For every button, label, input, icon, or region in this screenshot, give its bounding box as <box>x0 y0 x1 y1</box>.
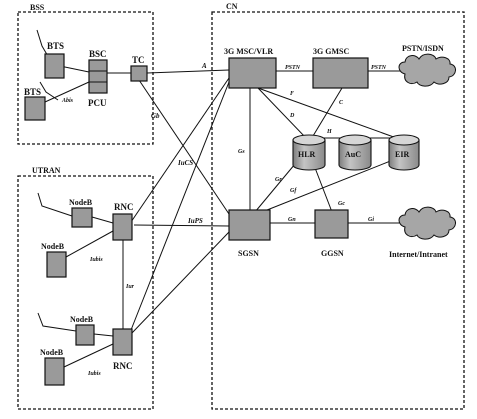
msc-vlr-node <box>228 57 277 89</box>
gf-link <box>261 157 399 213</box>
gb-interface-label: Gb <box>151 112 160 120</box>
gr-link <box>254 157 301 213</box>
bts-top-label: BTS <box>47 41 64 51</box>
bts-bottom-node <box>24 96 46 121</box>
iucs-bottom-link <box>130 81 230 331</box>
bsc-pcu-node <box>88 59 108 94</box>
bss-region <box>17 11 154 145</box>
auc-label: AuC <box>345 150 361 159</box>
gi-interface-label: Gi <box>368 217 374 223</box>
auc-database <box>338 134 372 171</box>
c-link <box>312 87 343 137</box>
bts-bottom-antenna-line <box>39 81 59 101</box>
internet-intranet-label: Internet/Intranet <box>389 250 448 259</box>
iur-label: Iur <box>125 284 135 290</box>
rnc-top-node <box>112 213 133 241</box>
nodeb3-antenna-line <box>37 312 77 332</box>
connection-lines <box>36 29 405 368</box>
gmsc-node <box>312 57 369 89</box>
iub-bottom-link <box>63 343 114 368</box>
nodeb-1-label: NodeB <box>69 198 93 207</box>
gs-interface-label: Gs <box>238 149 245 155</box>
nodeb-2-node <box>46 251 67 278</box>
iucs-top-link <box>130 77 230 223</box>
gr-interface-label: Gr <box>275 177 282 183</box>
gc-interface-label: Gc <box>338 201 345 207</box>
h-interface-label: H <box>326 129 332 135</box>
bsc-label: BSC <box>89 49 107 59</box>
iub-bottom-label: Iubis <box>87 371 101 377</box>
hlr-database <box>292 134 326 171</box>
pstn-msc-label: PSTN <box>285 65 301 71</box>
abis-link <box>44 81 90 103</box>
bts-bottom-label: BTS <box>24 87 41 97</box>
sgsn-node <box>228 209 271 241</box>
bss-region-label: BSS <box>30 3 45 12</box>
cn-region-label: CN <box>226 2 238 11</box>
bts-bsc-link <box>59 65 90 73</box>
ggsn-node <box>314 209 349 239</box>
pstn-isdn-label: PSTN/ISDN <box>402 44 444 53</box>
sgsn-label: SGSN <box>238 249 259 258</box>
iucs-interface-label: IuCS <box>177 159 193 167</box>
gf-interface-label: Gf <box>290 188 297 194</box>
d-interface-label: D <box>289 113 295 119</box>
nodeb-2-label: NodeB <box>41 242 65 251</box>
tc-node <box>130 65 148 82</box>
utran-region-label: UTRAN <box>32 166 61 175</box>
gn-interface-label: Gn <box>288 217 296 223</box>
nodeb1-antenna-line <box>37 192 73 217</box>
iups-bottom-link <box>130 231 230 335</box>
iups-interface-label: IuPS <box>187 217 203 225</box>
internet-intranet-cloud <box>398 206 456 240</box>
eir-label: EIR <box>395 150 409 159</box>
f-interface-label: F <box>290 91 294 97</box>
nodeb3-rnc-link <box>93 333 114 337</box>
gmsc-label: 3G GMSC <box>313 47 349 56</box>
abis-label: Abis <box>61 98 74 104</box>
pcu-label: PCU <box>88 98 107 108</box>
eir-database <box>388 134 420 171</box>
utran-region <box>17 175 154 410</box>
iups-top-link <box>133 224 230 227</box>
a-interface-label: A <box>201 62 207 70</box>
rnc-bottom-label: RNC <box>113 361 133 371</box>
f-link <box>257 87 403 141</box>
a-interface-link <box>146 69 230 74</box>
nodeb-3-node <box>75 324 95 346</box>
gb-interface-link <box>138 79 230 215</box>
d-link <box>257 87 307 139</box>
nodeb1-rnc-link <box>91 216 114 224</box>
rnc-bottom-node <box>112 328 133 356</box>
nodeb-4-node <box>44 357 65 386</box>
cn-region <box>211 11 465 410</box>
hlr-label: HLR <box>298 150 316 159</box>
iub-top-link <box>65 230 114 258</box>
pstn-isdn-cloud <box>398 53 456 87</box>
bts-top-node <box>44 53 65 79</box>
nodeb-1-node <box>71 207 93 228</box>
ggsn-label: GGSN <box>321 249 344 258</box>
msc-vlr-label: 3G MSC/VLR <box>224 47 273 56</box>
nodeb-3-label: NodeB <box>70 315 94 324</box>
c-interface-label: C <box>339 100 344 106</box>
nodeb-4-label: NodeB <box>40 348 64 357</box>
rnc-top-label: RNC <box>114 202 134 212</box>
pstn-gmsc-label: PSTN <box>371 65 387 71</box>
tc-label: TC <box>132 55 145 65</box>
iub-top-label: Iubis <box>89 257 103 263</box>
